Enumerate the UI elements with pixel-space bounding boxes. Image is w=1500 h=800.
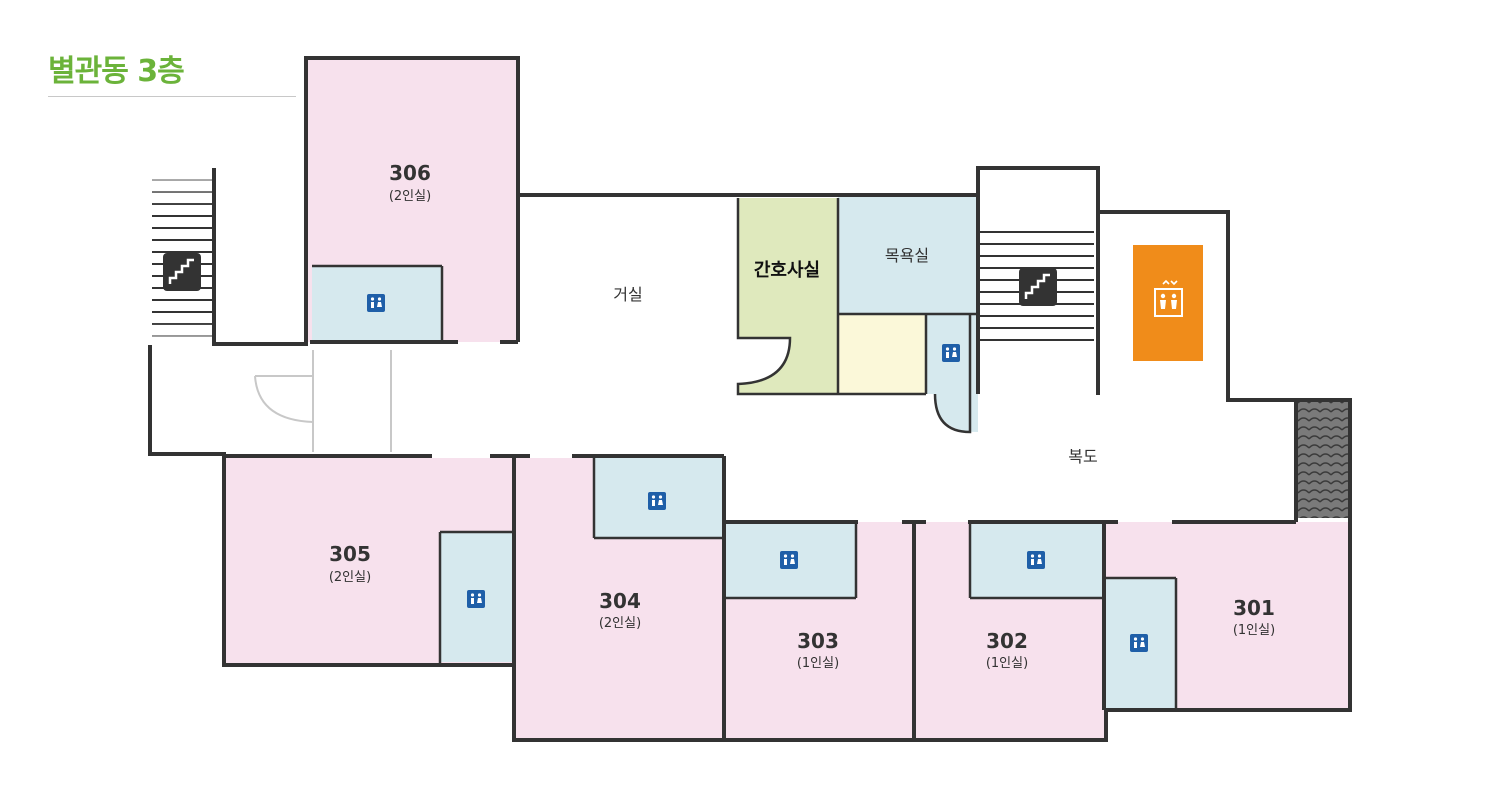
room-305-capacity: (2인실) <box>329 570 371 585</box>
room-302-number: 302 <box>986 629 1028 653</box>
nurse-station <box>738 198 838 394</box>
corridor-label: 복도 <box>1068 447 1097 466</box>
title-divider <box>48 96 296 97</box>
stairs-icon <box>1019 268 1057 306</box>
room-301-capacity: (1인실) <box>1233 623 1275 638</box>
stairs-icon <box>163 253 201 291</box>
entrance-doors <box>254 350 392 452</box>
bath-room <box>838 196 978 314</box>
ramp <box>1296 400 1348 518</box>
room-303-capacity: (1인실) <box>797 656 839 671</box>
nurse-station-label: 간호사실 <box>754 260 820 281</box>
room-306-capacity: (2인실) <box>389 189 431 204</box>
room-305-number: 305 <box>329 542 371 566</box>
room-304-number: 304 <box>599 589 641 613</box>
partitions <box>312 198 1178 708</box>
room-301-number: 301 <box>1233 596 1275 620</box>
utility-room <box>838 314 926 394</box>
restroom-public <box>926 314 978 432</box>
room-303-number: 303 <box>797 629 839 653</box>
restroom-icon <box>1130 634 1148 652</box>
restroom-icon <box>648 492 666 510</box>
room-302-capacity: (1인실) <box>986 656 1028 671</box>
walls <box>148 56 1352 742</box>
room-304-capacity: (2인실) <box>599 616 641 631</box>
living-room-label: 거실 <box>613 285 642 304</box>
restroom-icon <box>467 590 485 608</box>
page-title: 별관동 3층 <box>48 54 185 89</box>
restroom-icon <box>780 551 798 569</box>
bath-room-label: 목욕실 <box>885 246 929 265</box>
elevator-icon <box>1154 279 1183 317</box>
restroom-icon <box>367 294 385 312</box>
restroom-icon <box>942 344 960 362</box>
room-306-number: 306 <box>389 161 431 185</box>
elevator <box>1133 245 1203 361</box>
restroom-icon <box>1027 551 1045 569</box>
